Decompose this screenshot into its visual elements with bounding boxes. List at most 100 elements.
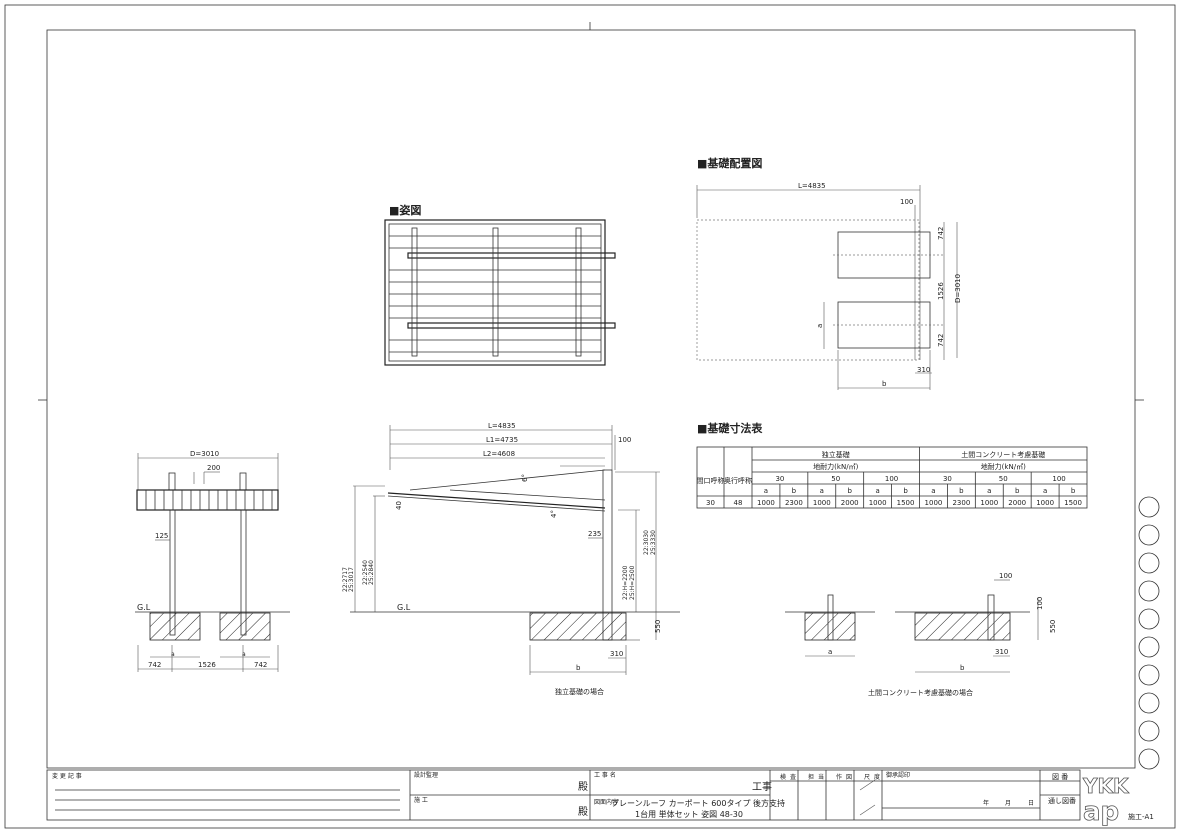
svg-text:25:H=2500: 25:H=2500 [629, 565, 636, 600]
svg-text:殿: 殿 [578, 806, 588, 818]
svg-text:当: 当 [818, 773, 824, 781]
inner-frame [46, 29, 1136, 769]
table-cell: 1500 [1064, 499, 1082, 507]
svg-text:ap: ap [1083, 797, 1119, 827]
svg-text:査: 査 [790, 773, 796, 781]
svg-text:100: 100 [999, 572, 1012, 580]
header-ab: b [1015, 487, 1020, 495]
header-ab: b [792, 487, 797, 495]
svg-text:550: 550 [1049, 620, 1057, 633]
svg-text:310: 310 [995, 648, 1008, 656]
header-ab: a [987, 487, 991, 495]
svg-text:プレーンルーフ カーポート 600タイプ 後方支持: プレーンルーフ カーポート 600タイプ 後方支持 [611, 798, 785, 808]
header-load: 50 [999, 475, 1008, 483]
slab-foundation-detail: a 100 310 b 100 550 土間コンクリート考慮基礎の場合 [785, 572, 1057, 697]
svg-text:a: a [828, 648, 832, 656]
svg-text:尺: 尺 [864, 774, 870, 781]
table-cell: 2000 [841, 499, 859, 507]
header-depth: 奥行呼称 [724, 476, 752, 485]
svg-text:殿: 殿 [578, 781, 588, 793]
svg-text:作: 作 [836, 773, 842, 781]
side-caption: 独立基礎の場合 [555, 687, 604, 696]
svg-text:図面内容: 図面内容 [594, 798, 618, 806]
foundation-size-table: 間口呼称奥行呼称独立基礎土間コンクリート考慮基礎地耐力(kN/㎡)地耐力(kN/… [697, 446, 1088, 509]
svg-text:310: 310 [917, 366, 930, 374]
outer-border [4, 4, 1176, 829]
table-cell: 2000 [1008, 499, 1026, 507]
svg-text:b: b [576, 664, 581, 672]
svg-text:年: 年 [983, 799, 989, 807]
svg-text:22:2540: 22:2540 [362, 560, 369, 585]
svg-text:工事: 工事 [752, 780, 772, 793]
header-group1: 独立基礎 [822, 450, 850, 459]
svg-text:742: 742 [254, 661, 267, 669]
header-load: 100 [1052, 475, 1065, 483]
table-cell: 1000 [1036, 499, 1054, 507]
detail-caption: 土間コンクリート考慮基礎の場合 [868, 688, 973, 697]
svg-text:40: 40 [395, 501, 403, 510]
foundation-layout: L=4835 100 742 1526 742 D=3010 a 310 b [696, 182, 962, 390]
svg-text:度: 度 [874, 773, 880, 781]
svg-text:22:2717: 22:2717 [342, 567, 349, 592]
sugata-title: ■姿図 [389, 203, 421, 217]
svg-text:a: a [171, 651, 175, 658]
svg-text:施 工: 施 工 [414, 796, 428, 804]
svg-text:L2=4608: L2=4608 [483, 450, 515, 458]
svg-text:100: 100 [900, 198, 913, 206]
header-load: 100 [885, 475, 898, 483]
svg-text:YKK: YKK [1082, 774, 1130, 798]
svg-text:御承認印: 御承認印 [886, 771, 910, 779]
svg-text:D=3010: D=3010 [190, 450, 219, 458]
svg-text:日: 日 [1028, 800, 1034, 807]
svg-text:235: 235 [588, 530, 601, 538]
svg-text:25:3017: 25:3017 [348, 567, 355, 592]
table-cell: 48 [734, 499, 743, 507]
svg-text:25:2840: 25:2840 [368, 560, 375, 585]
svg-text:22:3030: 22:3030 [643, 530, 650, 555]
table-title: ■基礎寸法表 [697, 421, 763, 435]
header-ab: a [875, 487, 879, 495]
header-ab: b [903, 487, 908, 495]
svg-text:a: a [816, 324, 824, 328]
header-ab: a [931, 487, 935, 495]
svg-text:G.L: G.L [137, 603, 151, 612]
svg-text:通し図番: 通し図番 [1048, 796, 1076, 805]
svg-text:550: 550 [654, 620, 662, 633]
svg-text:検: 検 [780, 773, 786, 781]
ykk-ap-logo: YKK ap [1082, 774, 1131, 828]
svg-text:6°: 6° [521, 474, 529, 482]
table-cell: 2300 [785, 499, 803, 507]
svg-text:b: b [960, 664, 965, 672]
svg-text:22:H=2200: 22:H=2200 [622, 565, 629, 600]
svg-text:工 事 名: 工 事 名 [594, 771, 616, 779]
svg-text:200: 200 [207, 464, 220, 472]
table-cell: 1000 [925, 499, 943, 507]
svg-text:1台用 単体セット 姿図 48-30: 1台用 単体セット 姿図 48-30 [635, 809, 743, 819]
header-ab: b [847, 487, 852, 495]
header-load: 50 [831, 475, 840, 483]
header-ab: a [1043, 487, 1047, 495]
table-cell: 1000 [980, 499, 998, 507]
roof-plan-view [384, 219, 616, 366]
svg-text:100: 100 [1036, 597, 1044, 610]
svg-text:L=4835: L=4835 [798, 182, 826, 190]
svg-text:1526: 1526 [198, 661, 216, 669]
header-bearing: 地耐力(kN/㎡) [981, 462, 1026, 471]
header-ab: a [820, 487, 824, 495]
table-cell: 1500 [897, 499, 915, 507]
svg-text:L1=4735: L1=4735 [486, 436, 518, 444]
table-cell: 2300 [952, 499, 970, 507]
front-elevation: D=3010 200 125 G.L a a 742 1526 742 [135, 450, 290, 672]
svg-text:100: 100 [618, 436, 631, 444]
svg-text:施工-A1: 施工-A1 [1128, 812, 1154, 821]
header-ab: a [764, 487, 768, 495]
table-cell: 1000 [813, 499, 831, 507]
header-bearing: 地耐力(kN/㎡) [813, 462, 858, 471]
header-load: 30 [943, 475, 952, 483]
svg-text:図 番: 図 番 [1052, 773, 1068, 781]
table-cell: 1000 [869, 499, 887, 507]
svg-text:310: 310 [610, 650, 623, 658]
svg-text:月: 月 [1005, 800, 1011, 807]
header-ab: b [1071, 487, 1076, 495]
